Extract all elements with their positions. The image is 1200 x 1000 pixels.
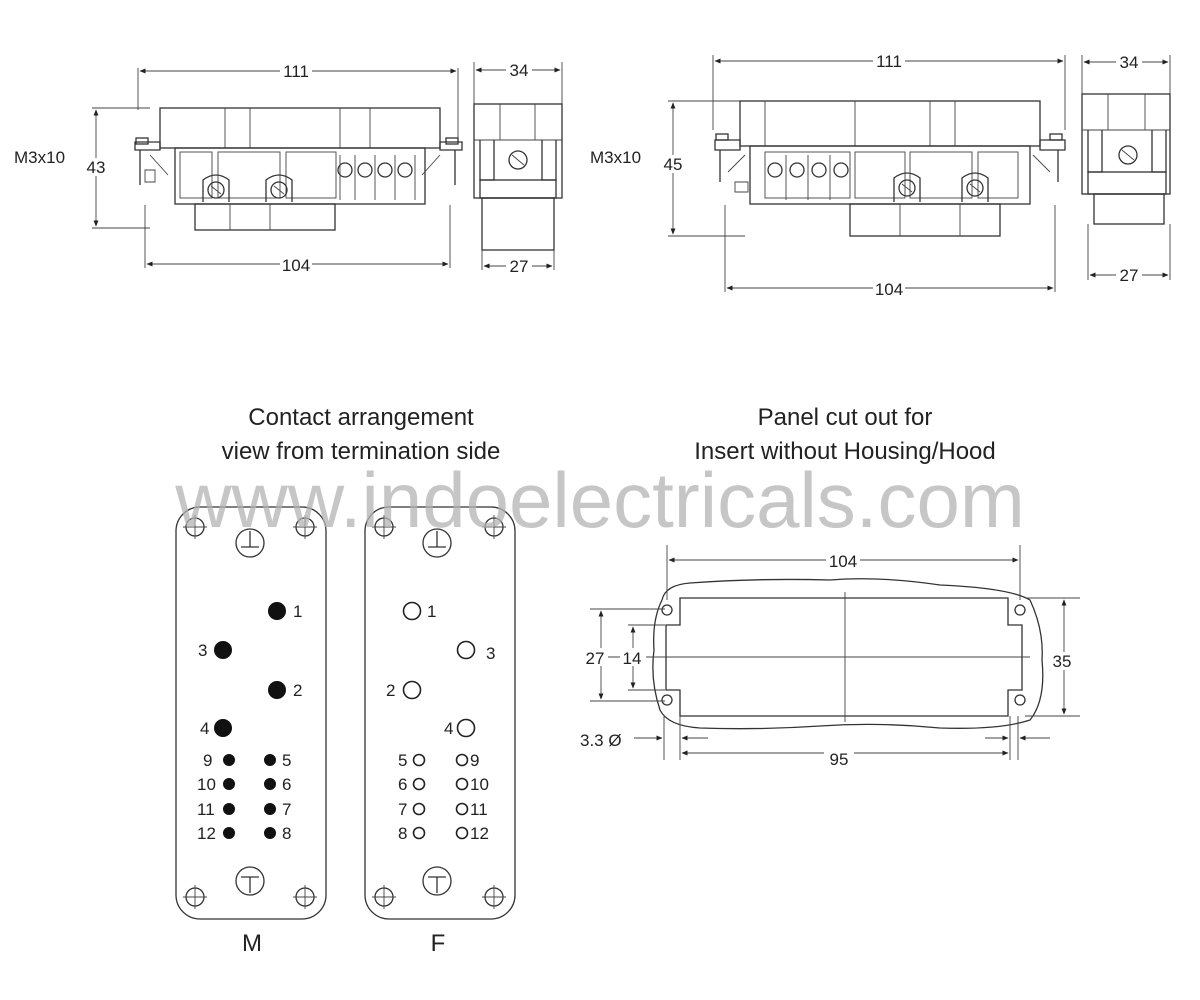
female-pin-4: 4 [444, 719, 453, 738]
dim-35-panel: 35 [1053, 652, 1072, 671]
dim-95-panel: 95 [830, 750, 849, 769]
female-pin-10: 10 [470, 775, 489, 794]
male-pin-9: 9 [203, 751, 212, 770]
male-pin-3: 3 [198, 641, 207, 660]
left-front-view: 111 43 M3x10 104 [14, 62, 463, 275]
female-pin-3: 3 [486, 644, 495, 663]
mount-hole-icon [183, 515, 317, 909]
male-pin-11: 11 [197, 800, 215, 819]
male-insert: 1 3 2 4 9 5 10 6 11 7 12 8 M [175, 506, 327, 957]
male-pin-1: 1 [293, 602, 302, 621]
watermark: www.indoelectricals.com [174, 456, 1025, 544]
dim-43: 43 [87, 158, 106, 177]
male-label: M [242, 930, 262, 957]
panel-title-line1: Panel cut out for [758, 404, 933, 431]
dim-104-right: 104 [875, 280, 903, 299]
male-pin-6: 6 [282, 775, 291, 794]
dim-27-right: 27 [1120, 266, 1139, 285]
male-pin-4: 4 [200, 719, 209, 738]
panel-title-line2: Insert without Housing/Hood [694, 438, 996, 465]
female-pin-7: 7 [398, 800, 407, 819]
contact-title-line2: view from termination side [222, 438, 501, 465]
right-front-view: 111 45 M3x10 104 [590, 52, 1066, 299]
female-pin-5: 5 [398, 751, 407, 770]
dim-104-panel: 104 [829, 552, 857, 571]
male-pin-2: 2 [293, 681, 302, 700]
ground-icon [235, 528, 265, 896]
mount-hole-icon [372, 515, 506, 909]
female-label: F [431, 930, 446, 957]
dim-104-left: 104 [282, 256, 310, 275]
dim-27-panel: 27 [586, 649, 605, 668]
female-pin-8: 8 [398, 824, 407, 843]
male-pin-5: 5 [282, 751, 291, 770]
screw-label-left: M3x10 [14, 148, 65, 167]
dim-45: 45 [664, 155, 683, 174]
female-pin-1: 1 [427, 602, 436, 621]
male-pin-7: 7 [282, 800, 291, 819]
dim-34-left: 34 [510, 61, 529, 80]
dim-34-right: 34 [1120, 53, 1139, 72]
dim-111-left: 111 [283, 62, 309, 81]
ground-icon [422, 528, 452, 896]
right-side-view: 34 27 [1081, 53, 1171, 285]
female-pin-9: 9 [470, 751, 479, 770]
male-pin-8: 8 [282, 824, 291, 843]
male-pin-10: 10 [197, 775, 216, 794]
contact-title-line1: Contact arrangement [248, 404, 474, 431]
contact-arrangement: Contact arrangement view from terminatio… [175, 404, 516, 957]
screw-label-right: M3x10 [590, 148, 641, 167]
female-pin-2: 2 [386, 681, 395, 700]
left-side-view: 34 27 [473, 61, 563, 276]
female-pin-11: 11 [470, 800, 488, 819]
male-pin-12: 12 [197, 824, 216, 843]
female-insert: 1 3 2 4 5 9 6 10 7 11 8 12 F [364, 506, 516, 957]
dim-hole-diameter: 3.3 Ø [580, 731, 622, 750]
dim-14-panel: 14 [623, 649, 642, 668]
female-pin-12: 12 [470, 824, 489, 843]
panel-cutout: Panel cut out for Insert without Housing… [580, 404, 1080, 769]
female-pin-6: 6 [398, 775, 407, 794]
dim-111-right: 111 [876, 52, 902, 71]
dim-27-left: 27 [510, 257, 529, 276]
